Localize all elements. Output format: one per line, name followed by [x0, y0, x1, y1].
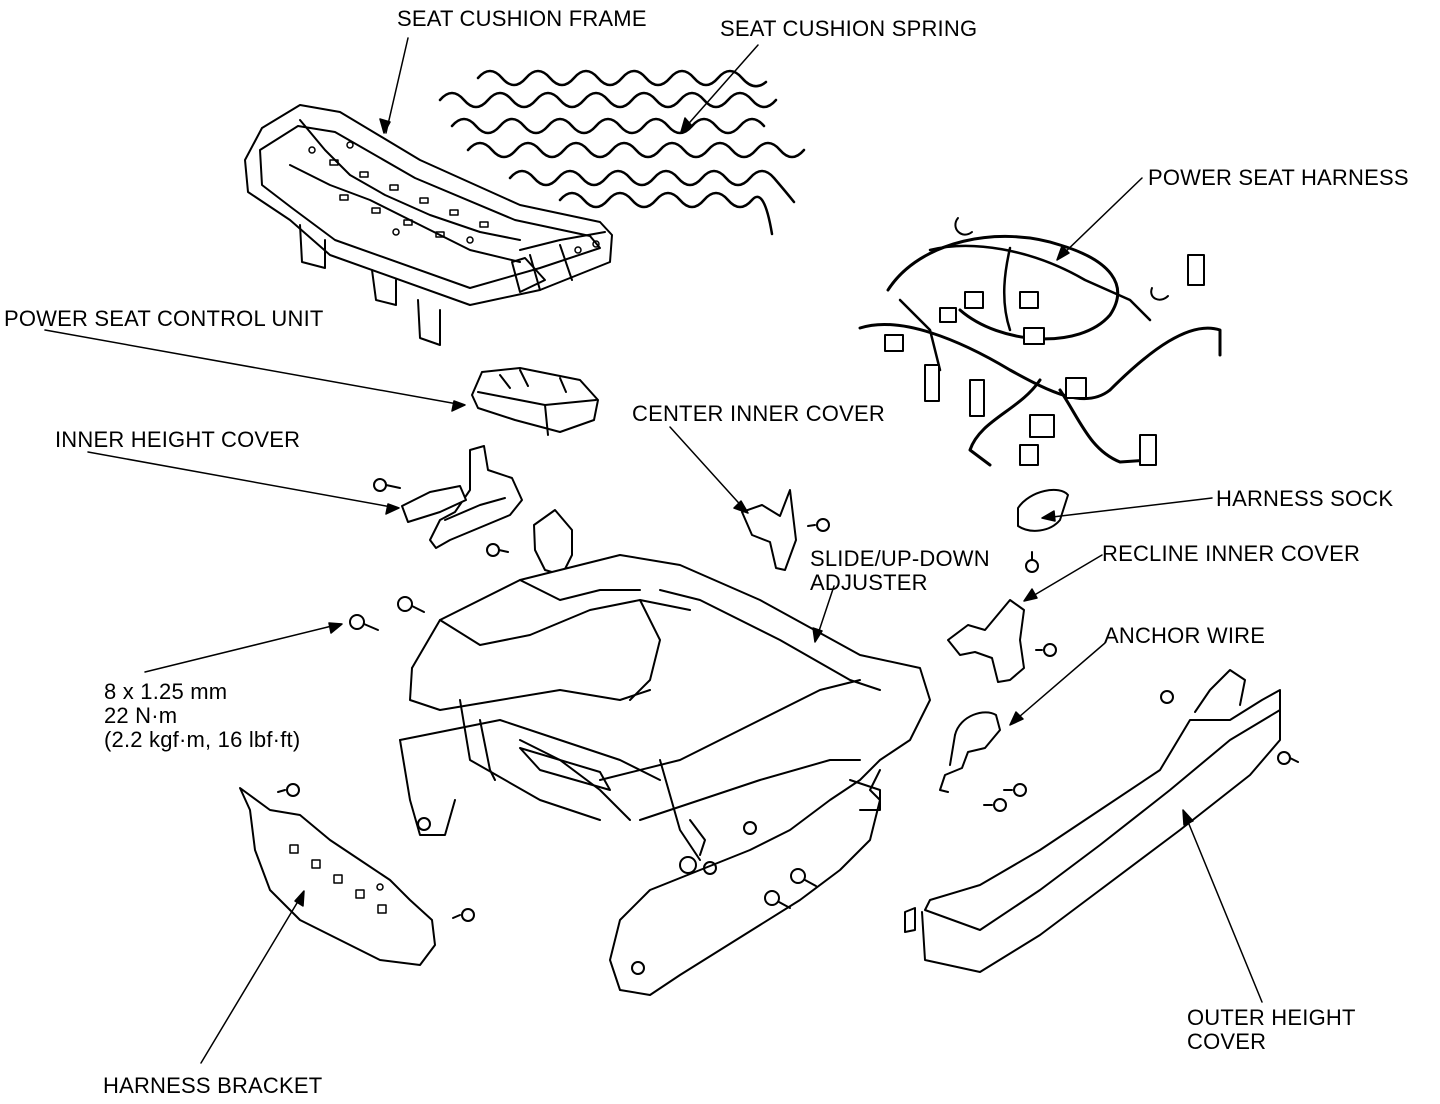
outer-height-cover-part — [904, 669, 1299, 973]
label-bolt-spec-line1: 8 x 1.25 mm — [104, 679, 228, 704]
harness-sock-part — [1017, 488, 1069, 573]
power-seat-harness-part — [858, 217, 1222, 467]
slide-up-down-adjuster-part — [399, 554, 931, 996]
inner-height-cover-part — [373, 445, 523, 557]
label-harness-sock: HARNESS SOCK — [1216, 486, 1394, 511]
mounting-bolts — [349, 596, 817, 909]
label-inner-height-cover: INNER HEIGHT COVER — [55, 427, 301, 452]
label-seat-cushion-spring: SEAT CUSHION SPRING — [720, 16, 978, 41]
leader-lines — [44, 37, 1263, 1064]
label-outer-height-cover-line2: COVER — [1187, 1029, 1267, 1054]
power-seat-control-unit-part — [471, 367, 599, 436]
seat-belt-buckle-part — [533, 509, 573, 576]
label-anchor-wire: ANCHOR WIRE — [1104, 623, 1266, 648]
label-power-seat-control-unit: POWER SEAT CONTROL UNIT — [4, 306, 324, 331]
label-slide-adjuster-line2: ADJUSTER — [810, 570, 928, 595]
label-power-seat-harness: POWER SEAT HARNESS — [1148, 165, 1409, 190]
anchor-wire-part — [939, 711, 1027, 812]
label-bolt-spec-line2: 22 N·m — [104, 703, 178, 728]
label-center-inner-cover: CENTER INNER COVER — [632, 401, 885, 426]
label-slide-adjuster-line1: SLIDE/UP-DOWN — [810, 546, 990, 571]
label-harness-bracket: HARNESS BRACKET — [103, 1073, 323, 1098]
label-recline-inner-cover: RECLINE INNER COVER — [1102, 541, 1361, 566]
label-bolt-spec-line3: (2.2 kgf·m, 16 lbf·ft) — [104, 727, 301, 752]
center-inner-cover-part — [741, 489, 830, 571]
label-bolt-torque-spec: 8 x 1.25 mm 22 N·m (2.2 kgf·m, 16 lbf·ft… — [104, 680, 300, 752]
recline-inner-cover-part — [947, 599, 1057, 683]
label-outer-height-cover: OUTER HEIGHT COVER — [1187, 1006, 1356, 1054]
seat-cushion-spring-part — [438, 69, 806, 236]
label-seat-cushion-frame: SEAT CUSHION FRAME — [397, 6, 647, 31]
label-outer-height-cover-line1: OUTER HEIGHT — [1187, 1005, 1356, 1030]
harness-bracket-part — [239, 783, 475, 966]
seat-cushion-frame-part — [244, 104, 613, 346]
label-slide-up-down-adjuster: SLIDE/UP-DOWN ADJUSTER — [810, 547, 990, 595]
